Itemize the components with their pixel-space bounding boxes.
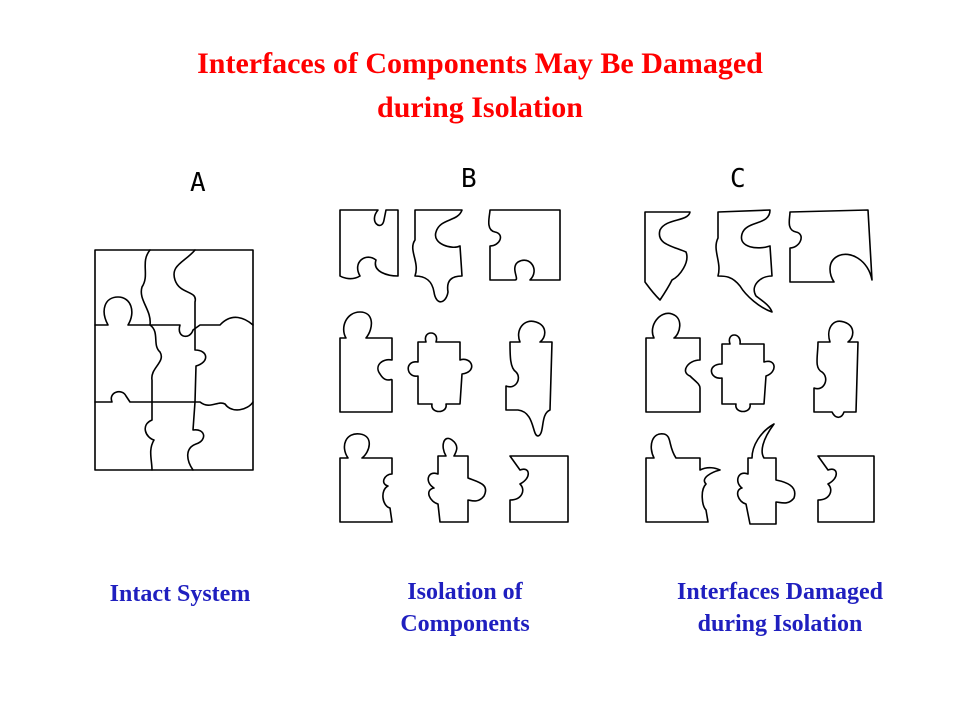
caption-isolation-line-2: Components [400,611,530,637]
isolated-piece-5 [407,332,473,413]
damaged-piece-7 [645,433,721,523]
caption-interfaces-damaged-line-1: Interfaces Damaged [677,579,883,605]
caption-intact-system: Intact System [70,578,290,610]
damaged-piece-2 [715,209,773,313]
caption-isolation-line-1: Isolation of [407,579,523,605]
caption-isolation: Isolation of Components [350,576,580,640]
isolated-piece-8 [427,437,487,523]
intact-puzzle-frame [94,249,254,471]
damaged-piece-3 [788,209,873,283]
damaged-piece-1 [644,211,691,301]
intact-puzzle-col-seam-2 [173,249,207,471]
caption-interfaces-damaged: Interfaces Damaged during Isolation [630,576,930,640]
isolated-pieces [339,209,569,523]
slide-title-line-2: during Isolation [377,91,583,124]
intact-puzzle-row-seam-2 [94,390,254,411]
isolated-piece-6 [505,320,553,437]
slide-title: Interfaces of Components May Be Damaged … [0,42,960,130]
caption-intact-system-line-1: Intact System [109,581,251,607]
panel-c-letter: C [730,164,746,194]
damaged-piece-8 [736,423,796,525]
slide-title-line-1: Interfaces of Components May Be Damaged [197,47,763,80]
intact-puzzle-col-seam-1 [140,249,163,471]
panel-b-letter: B [461,164,477,194]
isolated-piece-4 [339,311,393,413]
damaged-piece-6 [813,320,859,419]
intact-puzzle [94,249,254,471]
panel-a-letter: A [190,168,206,198]
damaged-piece-5 [710,334,775,413]
isolated-piece-9 [509,455,569,523]
isolated-piece-7 [339,433,393,523]
isolated-piece-2 [411,209,463,303]
intact-puzzle-row-seam-1 [94,296,254,338]
isolated-piece-1 [339,209,399,280]
caption-interfaces-damaged-line-2: during Isolation [697,611,863,637]
damaged-piece-9 [817,455,875,523]
isolated-piece-3 [487,209,561,281]
damaged-pieces [644,209,875,525]
damaged-piece-4 [645,312,701,413]
